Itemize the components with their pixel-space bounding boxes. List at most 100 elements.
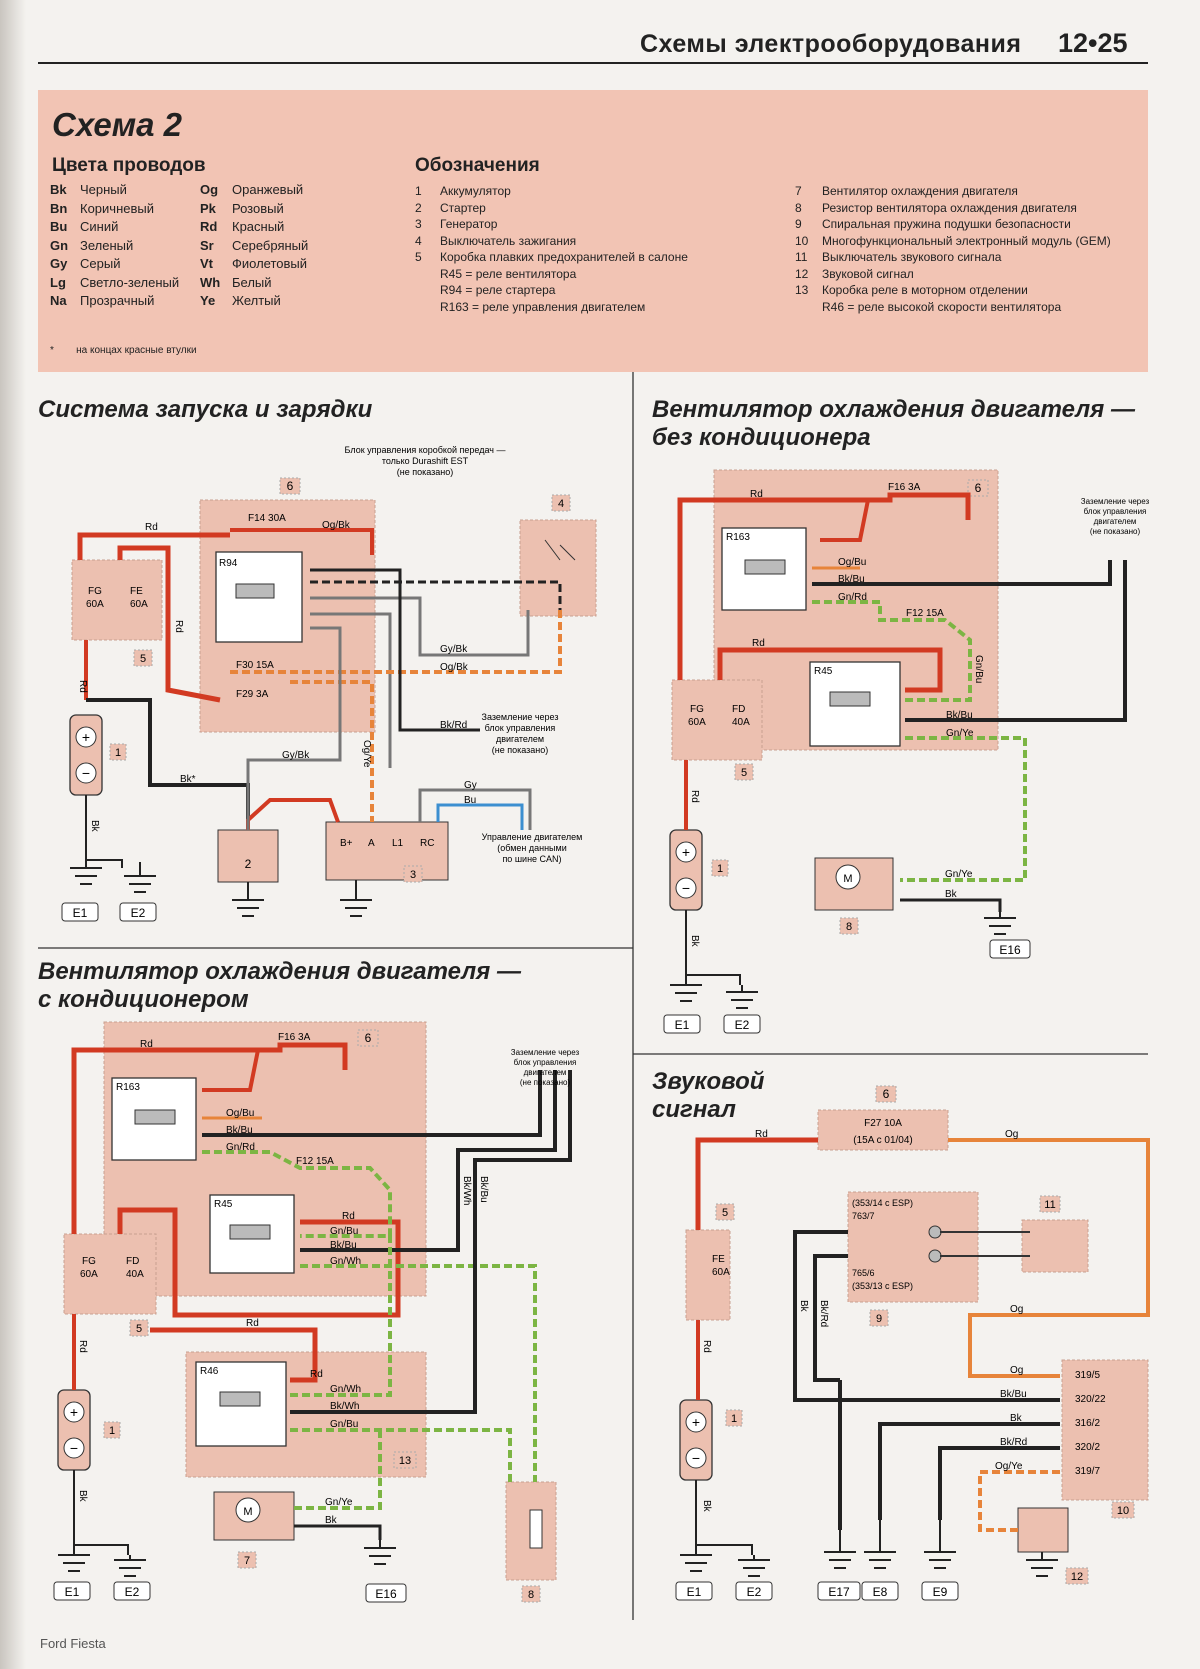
svg-text:Rd: Rd (701, 1340, 712, 1353)
tag-6 (279, 477, 301, 495)
legend-entry: Спиральная пружина подушки безопасности (822, 217, 1071, 231)
svg-text:12: 12 (1071, 1571, 1083, 1583)
svg-text:−: − (70, 1440, 78, 1456)
legend-entry: Резистор вентилятора охлаждения двигател… (822, 200, 1077, 215)
legend-entry: Rd (200, 219, 218, 234)
svg-text:Og: Og (1010, 1365, 1023, 1376)
legend-entry: Коробка реле в моторном отделении (822, 283, 1028, 297)
section-title-fan-ac-2: с кондиционером (38, 986, 249, 1013)
legend-entry: Bn (50, 200, 68, 216)
svg-text:319/5: 319/5 (1075, 1370, 1100, 1381)
svg-text:60A: 60A (688, 717, 706, 728)
legend-entry: Bk (50, 182, 67, 197)
svg-text:Bk/Wh: Bk/Wh (330, 1401, 359, 1412)
svg-text:1: 1 (115, 747, 121, 759)
svg-text:двигателем: двигателем (1094, 517, 1137, 526)
svg-text:319/7: 319/7 (1075, 1466, 1100, 1477)
svg-text:Заземление через: Заземление через (511, 1048, 580, 1057)
svg-text:E1: E1 (65, 1585, 80, 1599)
relay-r94-coil (235, 583, 275, 599)
svg-text:Gn/Rd: Gn/Rd (838, 592, 867, 603)
svg-text:Bk: Bk (689, 935, 700, 948)
svg-text:F27 10A: F27 10A (864, 1118, 902, 1129)
legend-entry: 9 (795, 217, 802, 231)
svg-text:40A: 40A (126, 1269, 144, 1280)
svg-text:F16 3A: F16 3A (888, 482, 921, 493)
svg-text:Bk/Bu: Bk/Bu (226, 1125, 253, 1136)
svg-text:320/2: 320/2 (1075, 1442, 1100, 1453)
svg-text:Rd: Rd (145, 522, 158, 533)
svg-text:F14 30A: F14 30A (248, 513, 286, 524)
svg-text:FD: FD (126, 1256, 139, 1267)
fuse-box-5-horn (685, 1229, 731, 1321)
fg-label: FG (88, 586, 102, 597)
svg-text:60A: 60A (86, 599, 104, 610)
svg-text:E1: E1 (73, 906, 88, 920)
legend-entry: Gn (50, 237, 69, 253)
starter-2 (217, 829, 279, 883)
svg-text:Gn/Bu: Gn/Bu (330, 1419, 358, 1430)
legend-entry: Прозрачный (80, 293, 155, 308)
svg-text:Bk: Bk (1010, 1413, 1023, 1424)
diagram-start-charge: 6 R94 5 FG 60A FE 60A 4 + − 1 2 B+ A L1 … (61, 445, 597, 922)
section-title-start-charge: Система запуска и зарядки (38, 396, 373, 423)
svg-text:Gn/Ye: Gn/Ye (325, 1497, 353, 1508)
svg-text:7: 7 (244, 1555, 250, 1567)
svg-text:10: 10 (1117, 1505, 1129, 1517)
svg-text:Bk: Bk (798, 1300, 809, 1313)
svg-text:E2: E2 (747, 1585, 762, 1599)
svg-text:(15A с 01/04): (15A с 01/04) (853, 1135, 912, 1146)
svg-text:FE: FE (712, 1254, 725, 1265)
svg-text:M: M (843, 873, 852, 885)
legend-entry: 13 (795, 283, 809, 297)
ignition-switch-4 (519, 519, 597, 617)
legend-entry: 12 (795, 266, 809, 281)
legend-entry: Оранжевый (232, 182, 304, 197)
svg-text:Блок управления коробкой перед: Блок управления коробкой передач — (345, 445, 506, 455)
header-title: Схемы электрооборудования (640, 30, 1022, 58)
svg-text:R163: R163 (726, 532, 750, 543)
svg-text:Og: Og (1010, 1304, 1023, 1315)
designations-heading: Обозначения (415, 155, 540, 176)
svg-text:Gn/Bu: Gn/Bu (973, 655, 984, 683)
svg-text:Rd: Rd (77, 680, 88, 693)
fuse-box-5-ac (63, 1233, 157, 1315)
r94-label: R94 (219, 558, 238, 569)
svg-text:E2: E2 (735, 1018, 750, 1032)
svg-text:E1: E1 (687, 1585, 702, 1599)
legend-entry: 4 (415, 233, 422, 248)
svg-text:E2: E2 (125, 1585, 140, 1599)
svg-text:−: − (682, 880, 690, 896)
svg-text:6: 6 (883, 1087, 890, 1101)
section-title-fan-no-ac-1: Вентилятор охлаждения двигателя — (652, 396, 1135, 423)
legend-entry: 5 (415, 250, 422, 264)
svg-text:−: − (692, 1450, 700, 1466)
svg-text:F12 15A: F12 15A (906, 608, 944, 619)
wire-rd (77, 532, 230, 560)
svg-text:Bk*: Bk* (180, 774, 196, 785)
svg-text:60A: 60A (712, 1267, 730, 1278)
section-title-horn-1: Звуковой (652, 1068, 765, 1095)
legend-entry: Красный (232, 219, 285, 234)
svg-text:+: + (692, 1414, 700, 1430)
svg-text:M: M (243, 1506, 252, 1518)
svg-text:Bk: Bk (945, 889, 958, 900)
svg-text:Bk/Bu: Bk/Bu (478, 1176, 489, 1203)
legend-entry: Ye (200, 293, 216, 308)
svg-text:Gn/Ye: Gn/Ye (945, 869, 973, 880)
legend-entry: R94 = реле стартера (440, 283, 556, 297)
svg-text:Bk/Rd: Bk/Rd (818, 1300, 829, 1327)
svg-text:Gn/Wh: Gn/Wh (330, 1384, 361, 1395)
svg-text:5: 5 (741, 767, 747, 779)
svg-text:Gy: Gy (464, 780, 477, 791)
svg-text:−: − (82, 765, 90, 781)
legend-entry: 1 (415, 184, 422, 198)
legend-entry: Sr (200, 237, 214, 253)
svg-text:Заземление через: Заземление через (1081, 497, 1150, 506)
svg-text:(353/14 с ESP): (353/14 с ESP) (852, 1198, 913, 1208)
diagram-horn: 6 F27 10A (15A с 01/04) 5 FE 60A (353/14… (675, 1085, 1150, 1601)
legend-entry: Звуковой сигнал (822, 266, 914, 281)
legend-entry: R163 = реле управления двигателем (440, 299, 646, 314)
svg-text:1: 1 (717, 863, 723, 875)
svg-text:320/22: 320/22 (1075, 1394, 1106, 1405)
